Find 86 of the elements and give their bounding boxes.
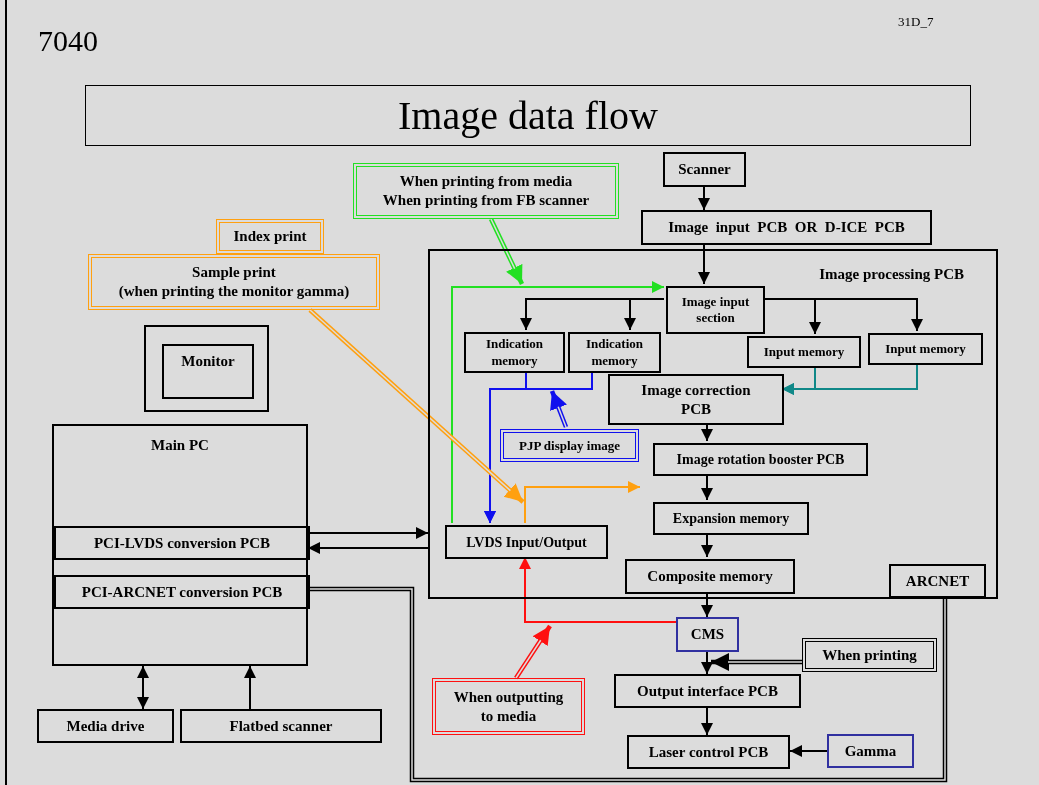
node-label: PJP display image xyxy=(518,436,621,455)
process-box xyxy=(676,617,739,652)
board-box xyxy=(54,575,310,609)
node-label: Main PC xyxy=(151,437,209,453)
board-box xyxy=(653,443,868,476)
arrow xyxy=(701,591,713,618)
monitor-box xyxy=(162,344,254,399)
note-box xyxy=(216,219,324,254)
node-label: CMS xyxy=(690,625,725,645)
node-label: Gamma xyxy=(844,741,897,761)
memory-box xyxy=(464,332,565,373)
note-box xyxy=(432,678,585,735)
arrow xyxy=(701,707,713,736)
arrow xyxy=(484,370,593,524)
note-box xyxy=(88,254,380,310)
device-box xyxy=(663,152,746,187)
node-label: Monitor xyxy=(181,352,235,371)
arrow xyxy=(698,186,710,211)
node-label: Indication memory xyxy=(484,336,545,369)
arrow xyxy=(701,651,713,675)
arrow xyxy=(762,298,923,332)
node-label: When printing from media xyxy=(399,172,573,191)
memory-box xyxy=(868,333,983,365)
node-label: LVDS Input/Output xyxy=(466,533,587,552)
device-box xyxy=(37,709,174,743)
node-label: Media drive xyxy=(66,716,145,736)
arrow xyxy=(624,298,665,331)
node-label: ARCNET xyxy=(905,571,970,591)
page-number: 7040 xyxy=(38,23,98,59)
node-label: When printing xyxy=(822,645,917,665)
node-label: Image correction PCB xyxy=(640,380,752,419)
arrow xyxy=(524,481,641,524)
node-label: Input memory xyxy=(885,340,966,359)
arrow xyxy=(244,665,256,710)
node-label: Indication memory xyxy=(584,336,645,369)
monitor-frame xyxy=(144,325,269,412)
node-label: Index print xyxy=(233,227,307,247)
device-box xyxy=(180,709,382,743)
computer-box xyxy=(52,424,308,666)
board-box xyxy=(608,374,784,425)
node-label: Composite memory xyxy=(647,567,773,587)
title-box: Image data flow xyxy=(85,85,971,146)
node-label: PCI-LVDS conversion PCB xyxy=(93,533,271,553)
node-label: Sample print xyxy=(192,263,276,282)
node-label: Image input section xyxy=(680,293,751,327)
arrow xyxy=(781,362,918,395)
node-label: Input memory xyxy=(763,343,845,362)
memory-box xyxy=(625,559,795,594)
node-label: When outputting to media xyxy=(452,687,565,726)
arrow xyxy=(789,745,828,757)
memory-box xyxy=(747,336,861,368)
node-label: Output interface PCB xyxy=(637,681,778,701)
note-box xyxy=(353,163,619,219)
memory-box xyxy=(653,502,809,535)
node-label: When printing from FB scanner xyxy=(382,191,590,210)
process-box xyxy=(666,286,765,334)
note-box xyxy=(500,429,639,462)
board-frame xyxy=(428,249,998,599)
node-label: Image processing PCB xyxy=(819,266,964,282)
node-label: Laser control PCB xyxy=(648,742,769,762)
node-label: Flatbed scanner xyxy=(229,716,333,736)
node-label: Scanner xyxy=(678,160,731,180)
memory-box xyxy=(568,332,661,373)
node-label: Image rotation booster PCB xyxy=(676,451,845,469)
note-box xyxy=(802,638,937,672)
board-box xyxy=(627,735,790,769)
arrow xyxy=(519,556,677,623)
node-label: Image input PCB OR D-ICE PCB xyxy=(668,218,905,238)
arrow xyxy=(698,244,710,285)
page-code: 31D_7 xyxy=(898,13,934,31)
interface-box xyxy=(889,564,986,598)
arrow xyxy=(701,532,713,558)
arrow xyxy=(451,281,665,524)
arrow xyxy=(701,473,713,501)
arrow xyxy=(137,665,149,710)
board-box xyxy=(54,526,310,560)
process-box xyxy=(827,734,914,768)
interface-box xyxy=(445,525,608,559)
node-label: PCI-ARCNET conversion PCB xyxy=(81,582,283,602)
node-label: Expansion memory xyxy=(672,510,790,528)
arrow xyxy=(701,422,713,442)
node-label: (when printing the monitor gamma) xyxy=(118,282,350,301)
arrow xyxy=(307,542,429,554)
board-box xyxy=(641,210,932,245)
board-box xyxy=(614,674,801,708)
arrow xyxy=(307,527,429,539)
